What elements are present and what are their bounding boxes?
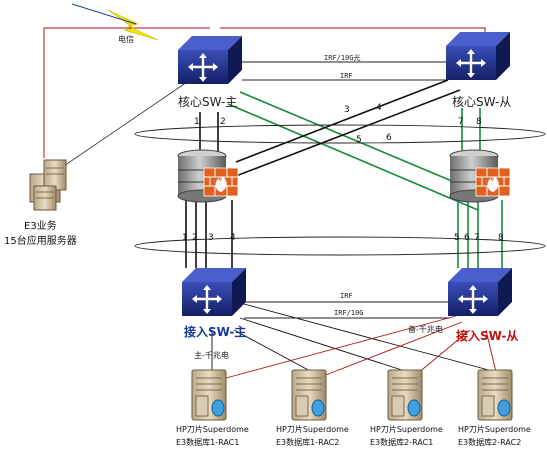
- core-irf-bottom-label: IRF: [340, 72, 353, 80]
- db-server-2[interactable]: [291, 369, 327, 421]
- db-server-1-label-line1: HP刀片Superdome: [176, 424, 249, 434]
- access-irf-links: [244, 301, 450, 319]
- db-server-3-label-line2: E3数据库2-RAC1: [370, 437, 433, 447]
- core-switch-slave[interactable]: [444, 30, 512, 82]
- db-server-4-label-line2: E3数据库2-RAC2: [458, 437, 521, 447]
- core-master-label: 核心SW-主: [178, 95, 237, 109]
- db-server-4[interactable]: [477, 369, 513, 421]
- gigabit-master-label: 主-千兆电: [194, 350, 229, 360]
- port-number: 7: [458, 117, 464, 127]
- port-number: 1: [194, 117, 200, 127]
- port-number: 3: [344, 105, 350, 115]
- port-number: 5: [454, 233, 460, 243]
- access-switch-slave[interactable]: [446, 266, 514, 318]
- disk-icon: [407, 399, 421, 417]
- port-number: 2: [220, 117, 226, 127]
- link-group-ellipses: [134, 124, 546, 256]
- app-server-stack[interactable]: [29, 159, 67, 211]
- app-servers-label-line2: 15台应用服务器: [4, 234, 77, 247]
- server-tower-icon: [29, 159, 67, 211]
- port-number: 8: [498, 233, 504, 243]
- port-number: 4: [376, 103, 382, 113]
- access-to-server-links: [211, 303, 497, 379]
- app-server-uplink: [57, 79, 191, 171]
- port-number: 4: [230, 233, 236, 243]
- telecom-label: 电信: [118, 34, 134, 44]
- db-server-1-label-line2: E3数据库1-RAC1: [176, 437, 239, 447]
- access-slave-label: 接入SW-从: [456, 328, 518, 343]
- core-slave-label: 核心SW-从: [452, 95, 511, 109]
- access-irf-top-label: IRF: [340, 292, 353, 300]
- port-number: 8: [476, 117, 482, 127]
- db-server-4-label-line1: HP刀片Superdome: [458, 424, 531, 434]
- db-server-2-label-line1: HP刀片Superdome: [276, 424, 349, 434]
- port-number: 5: [356, 135, 362, 145]
- db-server-1[interactable]: [191, 369, 227, 421]
- firewall-icon: [475, 167, 511, 197]
- disk-icon: [211, 399, 225, 417]
- app-servers-label-line1: E3业务: [24, 219, 57, 232]
- firewall-icon: [203, 167, 239, 197]
- core-to-firewall-links: [199, 108, 481, 152]
- port-number: 6: [464, 233, 470, 243]
- firewall-to-access-links: [185, 200, 503, 268]
- lightning-bolt-icon: [107, 9, 159, 41]
- access-irf-bottom-label: IRF/10G: [334, 309, 364, 317]
- disk-icon: [497, 399, 511, 417]
- cross-links: [227, 79, 479, 211]
- port-number: 1: [182, 233, 188, 243]
- db-server-2-label-line2: E3数据库1-RAC2: [276, 437, 339, 447]
- gigabit-backup-label: 备-千兆电: [408, 324, 443, 334]
- db-server-3[interactable]: [387, 369, 423, 421]
- disk-icon: [311, 399, 325, 417]
- core-switch-master[interactable]: [176, 34, 244, 86]
- core-irf-top-label: IRF/10G光: [324, 53, 361, 62]
- access-master-label: 接入SW-主: [184, 324, 246, 339]
- core-irf-links: [242, 61, 448, 81]
- port-number: 6: [386, 133, 392, 143]
- firewall-master[interactable]: [177, 149, 239, 203]
- port-number: 3: [208, 233, 214, 243]
- port-number: 2: [192, 233, 198, 243]
- firewall-slave[interactable]: [449, 149, 511, 203]
- port-number: 7: [474, 233, 480, 243]
- telecom-link: [43, 27, 486, 158]
- telecom-link-blue: [71, 3, 137, 25]
- access-switch-master[interactable]: [180, 266, 248, 318]
- db-server-3-label-line1: HP刀片Superdome: [370, 424, 443, 434]
